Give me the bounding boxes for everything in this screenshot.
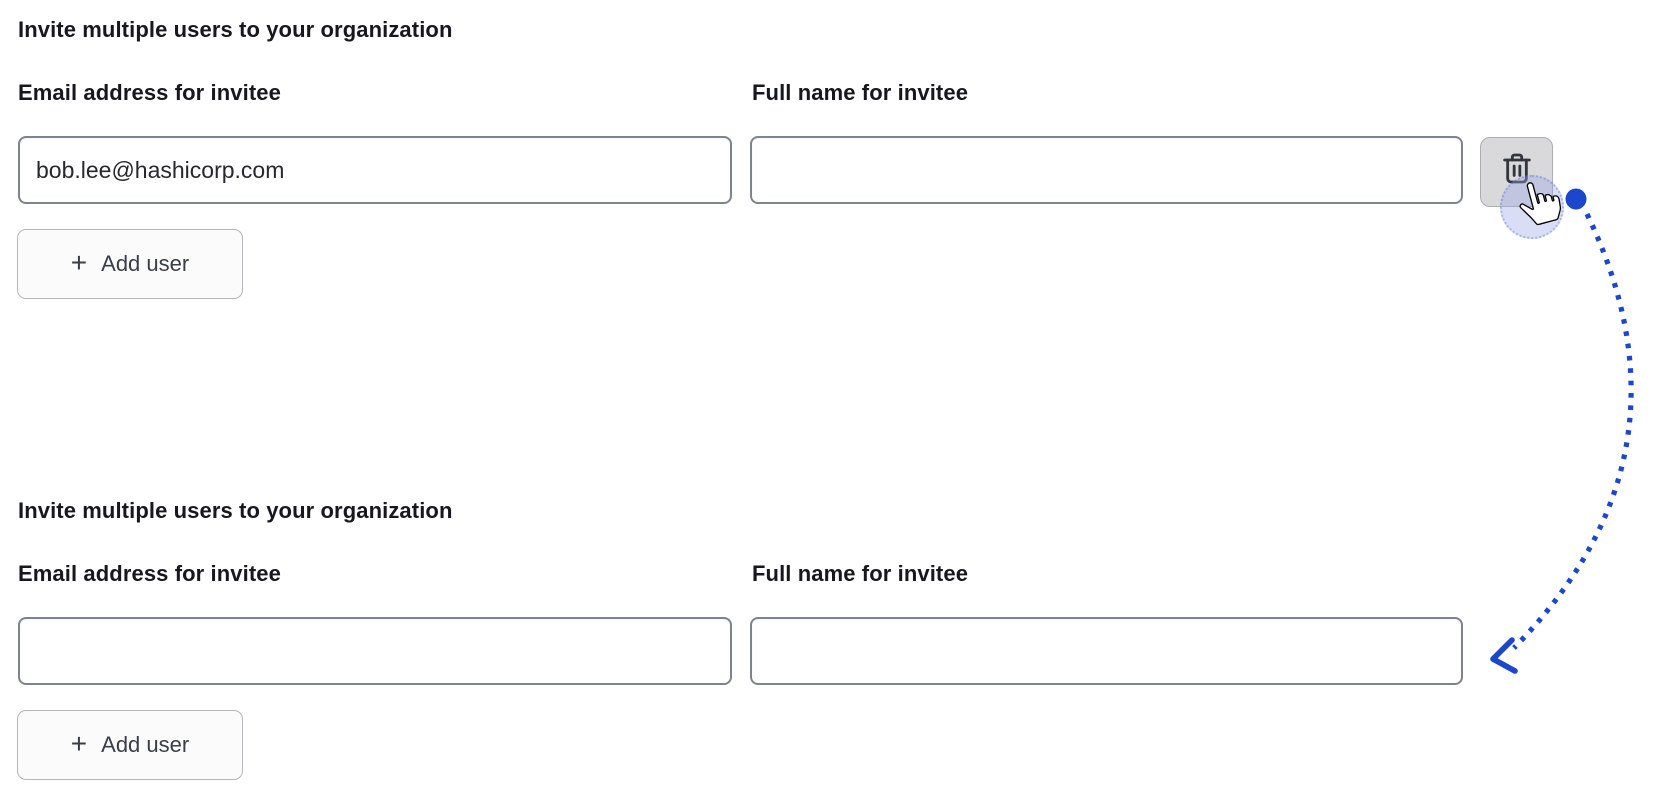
email-label: Email address for invitee bbox=[18, 80, 281, 105]
add-user-label: Add user bbox=[101, 251, 190, 276]
section-heading: Invite multiple users to your organizati… bbox=[18, 17, 453, 42]
section-heading: Invite multiple users to your organizati… bbox=[18, 498, 453, 523]
invite-form-after: Invite multiple users to your organizati… bbox=[0, 481, 1672, 800]
fullname-input[interactable] bbox=[750, 617, 1463, 685]
email-input[interactable] bbox=[18, 136, 732, 204]
trash-icon bbox=[1497, 152, 1537, 192]
add-user-button[interactable]: + Add user bbox=[17, 229, 243, 299]
email-input[interactable] bbox=[18, 617, 732, 685]
plus-icon: + bbox=[70, 727, 88, 759]
delete-user-button[interactable] bbox=[1480, 137, 1553, 207]
email-label: Email address for invitee bbox=[18, 561, 281, 586]
plus-icon: + bbox=[70, 246, 88, 278]
fullname-input[interactable] bbox=[750, 136, 1463, 204]
add-user-label: Add user bbox=[101, 732, 190, 757]
invite-form-before: Invite multiple users to your organizati… bbox=[0, 0, 1672, 360]
fullname-label: Full name for invitee bbox=[752, 80, 969, 105]
add-user-button[interactable]: + Add user bbox=[17, 710, 243, 780]
fullname-label: Full name for invitee bbox=[752, 561, 969, 586]
